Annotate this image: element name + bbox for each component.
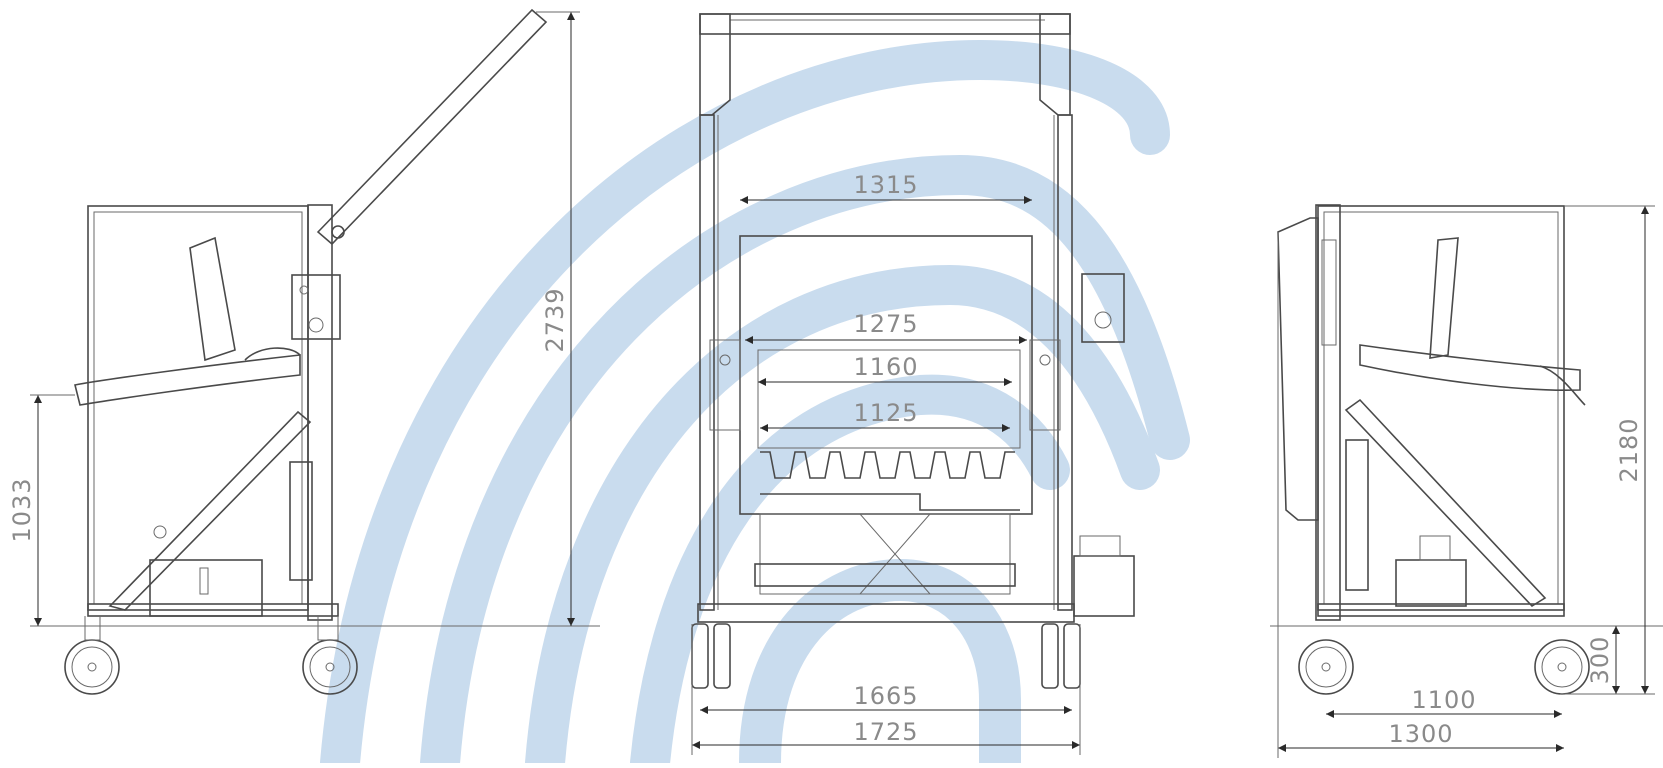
right-wheel-front	[1298, 639, 1354, 695]
right-wheel-rear	[1534, 639, 1590, 695]
watermark-n-shape	[739, 558, 1021, 768]
dim-text-300: 300	[1586, 636, 1614, 685]
dim-text-2739: 2739	[541, 287, 569, 352]
left-wheel-rear	[302, 616, 358, 695]
dim-overall-height: 2739	[536, 11, 580, 626]
dim-text-1315: 1315	[853, 171, 918, 199]
dim-text-1100: 1100	[1411, 686, 1476, 714]
dim-1665: 1665	[700, 682, 1072, 714]
watermark-arc-4	[630, 374, 1070, 768]
front-view: 1315 1275 1160 1125 1665 1725	[691, 13, 1135, 755]
dim-text-1665: 1665	[853, 682, 918, 710]
watermark-arc-outer	[320, 39, 1170, 768]
dim-text-2180: 2180	[1615, 417, 1643, 482]
dim-1275: 1275	[745, 310, 1027, 344]
dim-text-1300: 1300	[1388, 720, 1453, 748]
side-view-left: 1033 2739	[8, 8, 600, 695]
watermark-arc-2	[420, 154, 1190, 768]
dim-text-1725: 1725	[853, 718, 918, 746]
dim-1315: 1315	[740, 171, 1032, 204]
left-wheel-front	[64, 616, 120, 695]
dim-wheelbase-inner: 1100	[1326, 686, 1562, 718]
front-wheels-right	[1041, 623, 1081, 689]
dim-text-1033: 1033	[8, 477, 36, 542]
dim-1160: 1160	[758, 353, 1012, 386]
side-view-right: 2180 300 1100 1300	[1270, 204, 1663, 758]
dim-text-1160: 1160	[853, 353, 918, 381]
dim-base-height: 300	[1560, 626, 1655, 695]
dim-1725: 1725	[691, 624, 1081, 755]
watermark-logo	[320, 39, 1190, 768]
front-wheels-left	[691, 623, 731, 689]
dim-1125: 1125	[760, 399, 1010, 432]
watermark-arc-3	[525, 264, 1160, 768]
dim-text-1275: 1275	[853, 310, 918, 338]
dim-frame-height: 2180	[1564, 205, 1655, 694]
dim-pivot-height: 1033	[8, 394, 75, 626]
dim-wheelbase-outer: 1300	[1277, 232, 1564, 758]
dim-text-1125: 1125	[853, 399, 918, 427]
